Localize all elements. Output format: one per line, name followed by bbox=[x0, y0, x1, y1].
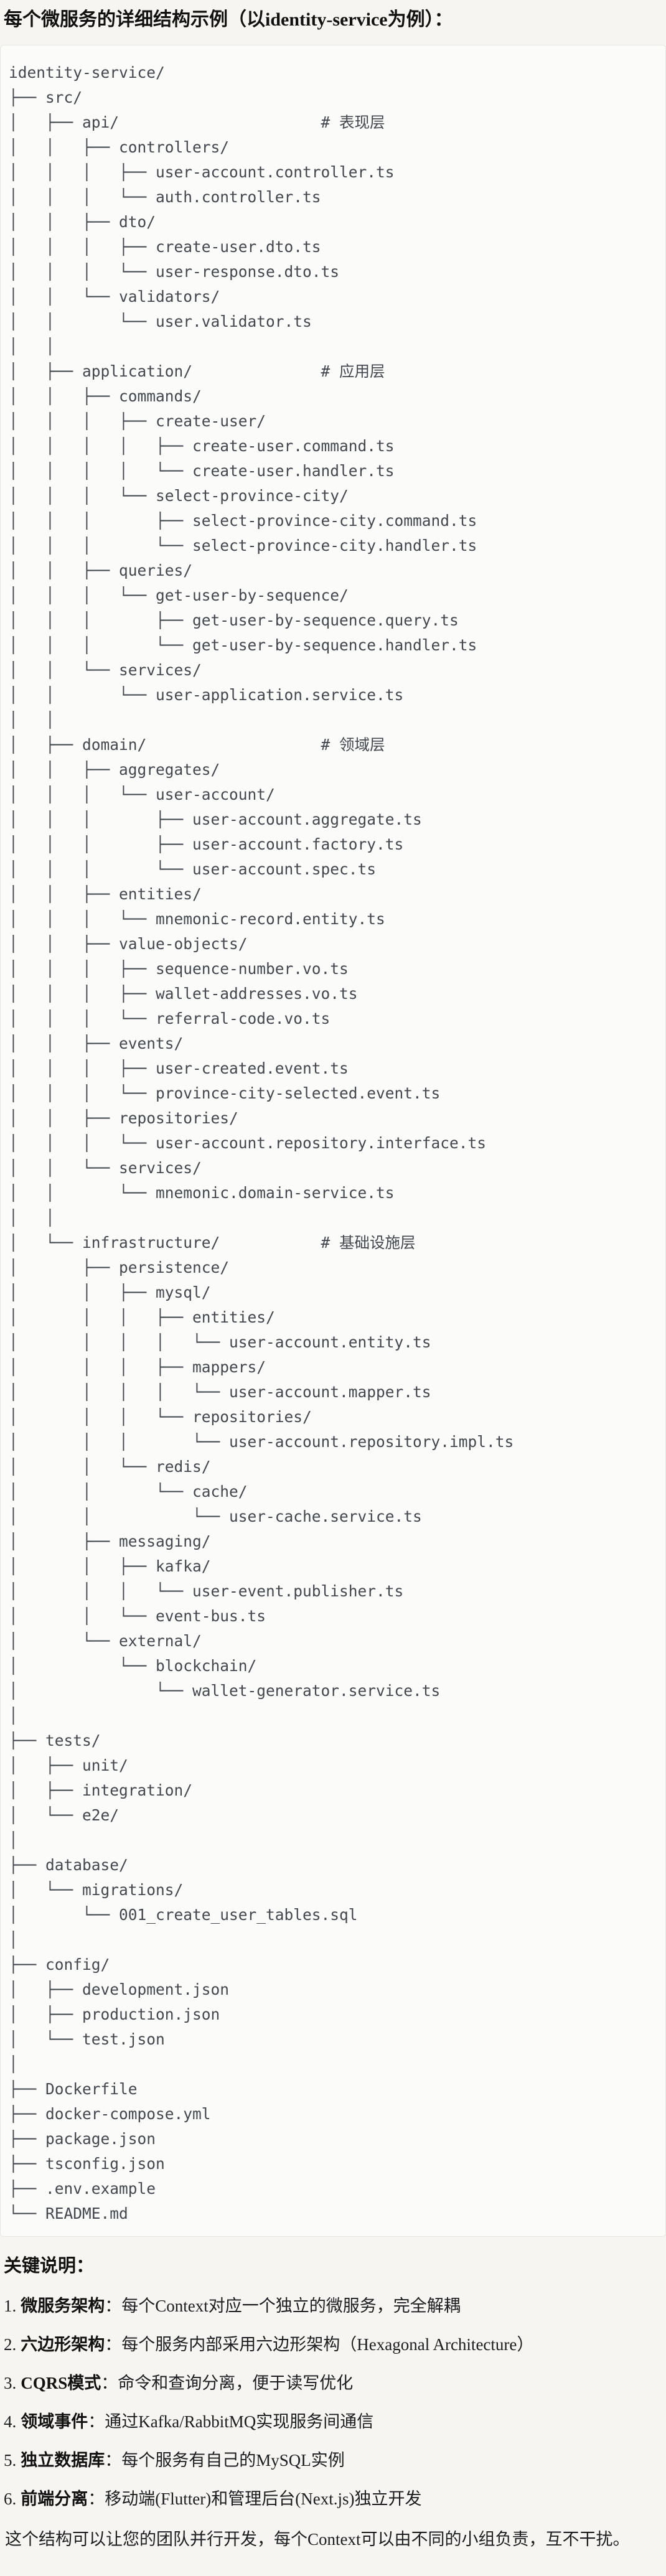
note-label: 领域事件 bbox=[21, 2412, 88, 2431]
note-item: 3.CQRS模式：命令和查询分离，便于读写优化 bbox=[4, 2372, 662, 2394]
note-item: 5.独立数据库：每个服务有自己的MySQL实例 bbox=[4, 2450, 662, 2471]
note-text: ：每个Context对应一个独立的微服务，完全解耦 bbox=[105, 2297, 461, 2315]
note-label: 六边形架构 bbox=[21, 2335, 105, 2354]
note-text: ：每个服务有自己的MySQL实例 bbox=[105, 2451, 345, 2470]
note-text: ：每个服务内部采用六边形架构（Hexagonal Architecture） bbox=[105, 2335, 534, 2354]
note-number: 4. bbox=[4, 2412, 17, 2431]
note-number: 3. bbox=[4, 2374, 17, 2392]
note-item: 6.前端分离：移动端(Flutter)和管理后台(Next.js)独立开发 bbox=[4, 2488, 662, 2509]
note-number: 6. bbox=[4, 2489, 17, 2508]
note-label: 前端分离 bbox=[21, 2489, 88, 2508]
page-title: 每个微服务的详细结构示例（以identity-service为例）： bbox=[4, 9, 453, 30]
note-number: 2. bbox=[4, 2335, 17, 2354]
note-text: ：命令和查询分离，便于读写优化 bbox=[101, 2374, 354, 2392]
note-number: 1. bbox=[4, 2297, 17, 2315]
note-label: 独立数据库 bbox=[21, 2451, 105, 2470]
note-item: 4.领域事件：通过Kafka/RabbitMQ实现服务间通信 bbox=[4, 2411, 662, 2432]
note-item: 1.微服务架构：每个Context对应一个独立的微服务，完全解耦 bbox=[4, 2295, 662, 2316]
key-notes-section: 关键说明： 1.微服务架构：每个Context对应一个独立的微服务，完全解耦 2… bbox=[0, 2254, 666, 2550]
key-notes-heading: 关键说明： bbox=[4, 2256, 95, 2276]
note-item: 2.六边形架构：每个服务内部采用六边形架构（Hexagonal Architec… bbox=[4, 2334, 662, 2355]
note-text: ：移动端(Flutter)和管理后台(Next.js)独立开发 bbox=[88, 2489, 422, 2508]
directory-tree: identity-service/ ├── src/ │ ├── api/ # … bbox=[9, 63, 514, 2222]
note-number: 5. bbox=[4, 2451, 17, 2470]
note-label: CQRS模式 bbox=[21, 2374, 101, 2392]
notes-footer: 这个结构可以让您的团队并行开发，每个Context可以由不同的小组负责，互不干扰… bbox=[5, 2530, 630, 2549]
note-text: ：通过Kafka/RabbitMQ实现服务间通信 bbox=[88, 2412, 374, 2431]
note-label: 微服务架构 bbox=[21, 2297, 105, 2315]
directory-tree-block: identity-service/ ├── src/ │ ├── api/ # … bbox=[0, 45, 666, 2237]
